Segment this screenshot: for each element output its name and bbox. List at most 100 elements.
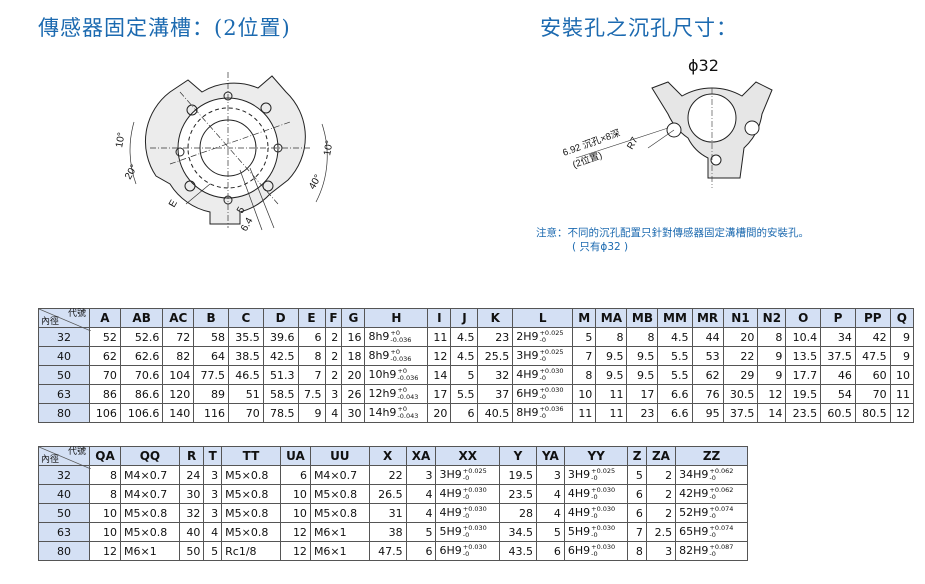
table-cell: M5×0.8 — [221, 484, 281, 504]
tolerance-lower: -0 — [462, 550, 470, 558]
table-cell: 6 — [627, 503, 647, 523]
table-cell: 37 — [477, 384, 514, 404]
table-cell: 64 — [193, 346, 229, 366]
table-cell: 53 — [691, 346, 724, 366]
tolerance-upper: +0.030 — [591, 524, 616, 532]
tolerance-lower: -0 — [462, 531, 470, 539]
table-cell: 18 — [341, 346, 366, 366]
cell-value: 14h9 — [368, 406, 397, 419]
column-header-mr: MR — [691, 308, 724, 328]
tolerance-lower: -0.036 — [397, 374, 419, 382]
table-cell: 8 — [297, 346, 326, 366]
column-header-e: E — [297, 308, 326, 328]
cell-value: 8h9 — [368, 349, 390, 362]
table-cell: M6×1 — [120, 541, 180, 561]
cell-value: 65H9 — [679, 525, 709, 538]
table-cell: 70 — [228, 403, 264, 423]
table-cell: 25.5 — [477, 346, 514, 366]
table-cell: 17 — [427, 384, 452, 404]
table-cell: 12 — [757, 384, 787, 404]
table-cell: 54 — [820, 384, 856, 404]
column-header-xa: XA — [405, 446, 437, 466]
dimension-label-6-4: 6.4 — [239, 216, 256, 234]
tolerance: +0.030-0 — [591, 525, 615, 539]
tolerance-lower: -0 — [539, 393, 546, 401]
row-header-bore: 40 — [38, 346, 90, 366]
table-cell: 2 — [324, 327, 343, 347]
column-header-d: D — [262, 308, 299, 328]
table-cell: 8 — [757, 327, 787, 347]
table-cell: 5 — [535, 522, 565, 542]
table-cell: 38 — [368, 522, 407, 542]
right-section-title: 安裝孔之沉孔尺寸： — [540, 16, 738, 40]
tolerance-upper: +0.025 — [539, 329, 564, 337]
tolerance-lower: -0.036 — [390, 355, 412, 363]
table-cell: 16 — [341, 327, 366, 347]
table-cell: 12 — [279, 541, 311, 561]
table-cell: 3 — [203, 503, 223, 523]
table-cell: 70 — [89, 365, 121, 385]
table-cell: 10 — [279, 484, 311, 504]
table-cell: 116 — [193, 403, 229, 423]
column-header-yy: YY — [563, 446, 629, 466]
tolerance: +0.074-0 — [709, 525, 733, 539]
tolerance: +0.030-0 — [463, 506, 487, 520]
table-cell: 5 — [572, 327, 597, 347]
tolerance: +0.036-0 — [539, 406, 563, 420]
cell-value: 52H9 — [679, 506, 709, 519]
tolerance: +0.030-0 — [591, 544, 615, 558]
cell-value: 3H9 — [439, 468, 462, 481]
tolerance-upper: +0 — [397, 405, 408, 413]
table-cell: 47.5 — [368, 541, 407, 561]
table-cell: 6 — [297, 327, 326, 347]
column-header-mm: MM — [657, 308, 693, 328]
tolerance-upper: +0.074 — [709, 524, 734, 532]
table-cell: M5×0.8 — [221, 465, 281, 485]
table-cell: 10 — [889, 365, 915, 385]
diagonal-divider — [39, 309, 91, 331]
table-cell: 80.5 — [854, 403, 891, 423]
corner-label-code: 代號 — [67, 309, 86, 319]
table-cell: 77.5 — [193, 365, 229, 385]
tolerance-lower: -0 — [539, 412, 546, 420]
row-header-bore: 32 — [38, 327, 90, 347]
tolerance-upper: +0 — [390, 329, 401, 337]
table-cell: 10 — [88, 503, 122, 523]
tolerance-upper: +0.025 — [539, 348, 564, 356]
tolerance-upper: +0.030 — [539, 386, 564, 394]
column-header-i: I — [427, 308, 452, 328]
table-cell: 9 — [889, 327, 915, 347]
table-cell: 89 — [193, 384, 229, 404]
table-cell: 8 — [627, 541, 647, 561]
table-cell: 28 — [499, 503, 537, 523]
tolerance-upper: +0.030 — [591, 543, 616, 551]
tolerance-upper: +0.025 — [462, 467, 487, 475]
table-cell: 23 — [626, 403, 659, 423]
table-cell: 11 — [889, 384, 915, 404]
table-cell: 12 — [88, 541, 122, 561]
table-cell: 10 — [279, 503, 311, 523]
tolerance: +0.087-0 — [709, 544, 733, 558]
table-cell: 42.5 — [262, 346, 299, 366]
table-cell: 76 — [691, 384, 724, 404]
table-cell: 6 — [535, 541, 565, 561]
column-header-p: P — [820, 308, 856, 328]
tolerance-lower: -0 — [709, 531, 716, 539]
table-cell: 78.5 — [262, 403, 299, 423]
table-cell: 4.5 — [657, 327, 693, 347]
tolerance: +0.074-0 — [709, 506, 733, 520]
table-cell: 6H9+0.030-0 — [435, 541, 501, 561]
table-cell: 7 — [572, 346, 597, 366]
table-cell: 3 — [203, 484, 223, 504]
table-cell: 2 — [324, 365, 343, 385]
tolerance: +0-0.043 — [397, 406, 418, 420]
table-cell: M6×1 — [309, 522, 370, 542]
cell-value: 82H9 — [679, 544, 709, 557]
table-cell: 34H9+0.062-0 — [675, 465, 748, 485]
cell-value: 4H9 — [439, 487, 462, 500]
